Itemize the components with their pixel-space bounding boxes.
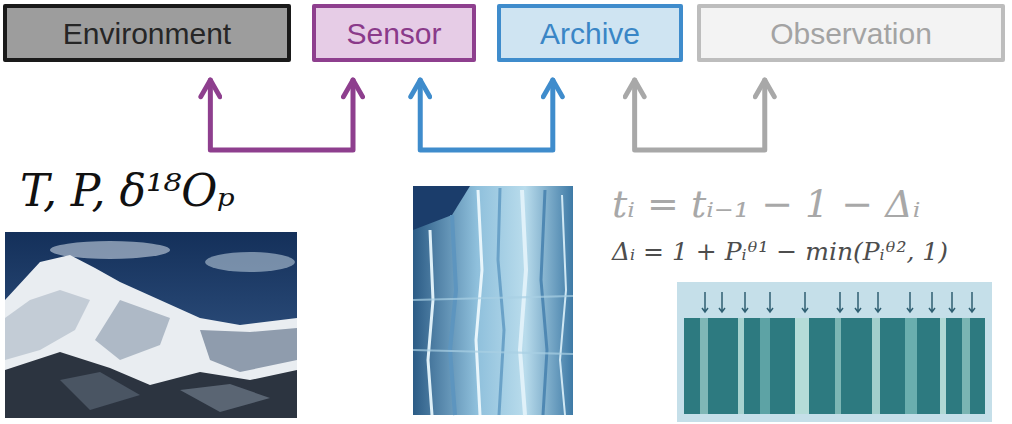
connector-group bbox=[420, 80, 553, 150]
bracket-arrow bbox=[210, 80, 353, 150]
box-title: Archive bbox=[540, 17, 640, 50]
variable-list: T, P, δ¹⁸Oₚ bbox=[20, 166, 235, 217]
ice-cliff-photo bbox=[413, 186, 573, 415]
equation: tᵢ = tᵢ₋₁ − 1 − Δᵢ bbox=[612, 183, 920, 227]
bracket-arrow bbox=[635, 80, 765, 150]
stage-box: Environment bbox=[3, 4, 291, 62]
stage-box: Archive bbox=[497, 4, 683, 62]
box-title: Environment bbox=[63, 17, 231, 50]
box-title: Observation bbox=[770, 17, 932, 50]
ice-core-photo bbox=[677, 282, 992, 422]
equation: Δᵢ = 1 + Pᵢᶿ¹ − min(Pᵢᶿ², 1) bbox=[612, 238, 948, 267]
connector-group bbox=[210, 80, 353, 150]
stage-box: Sensor bbox=[312, 4, 476, 62]
box-title: Sensor bbox=[346, 17, 441, 50]
connector-group bbox=[635, 80, 765, 150]
bracket-arrow bbox=[420, 80, 553, 150]
stage-box: Observation bbox=[697, 4, 1005, 62]
mountain-photo bbox=[5, 232, 297, 418]
